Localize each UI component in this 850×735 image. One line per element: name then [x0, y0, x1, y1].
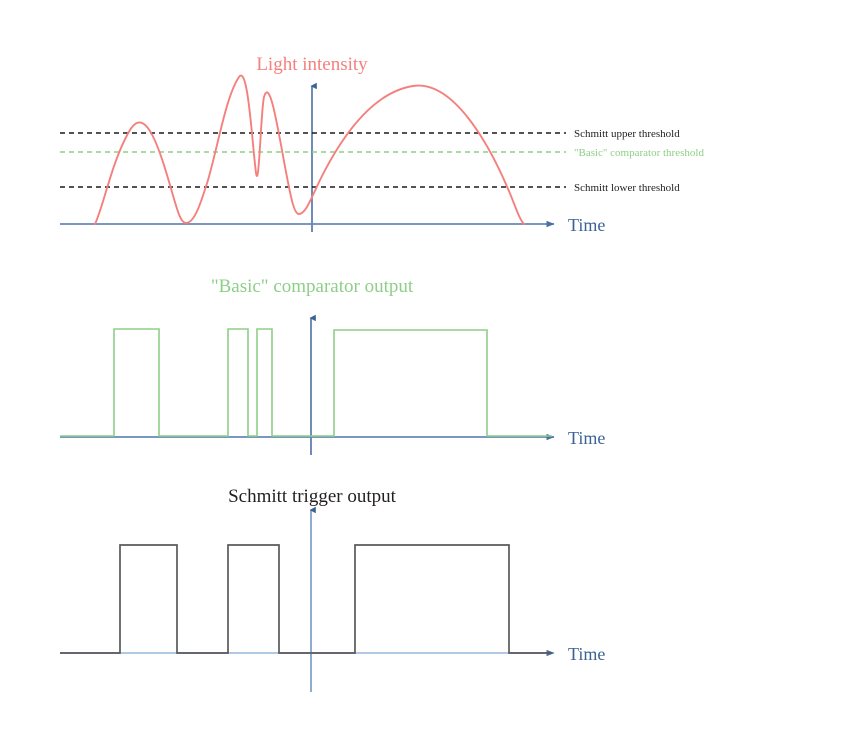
- threshold-label-basic-comparator: "Basic" comparator threshold: [574, 147, 704, 159]
- light-intensity-curve: [94, 74, 525, 225]
- panel-schmitt-trigger-output: Schmitt trigger output Time: [60, 486, 605, 692]
- x-axis-label-basic-comparator: Time: [568, 428, 605, 448]
- panel-title-light-intensity: Light intensity: [256, 54, 368, 75]
- schmitt-output-waveform: [60, 544, 552, 654]
- x-axis-label-schmitt-trigger: Time: [568, 644, 605, 664]
- threshold-label-schmitt-lower: Schmitt lower threshold: [574, 182, 680, 194]
- threshold-label-schmitt-upper: Schmitt upper threshold: [574, 128, 680, 140]
- x-axis-label-light-intensity: Time: [568, 215, 605, 235]
- comparator-output-waveform: [60, 328, 552, 437]
- panel-title-basic-comparator: "Basic" comparator output: [211, 276, 414, 297]
- panel-basic-comparator-output: "Basic" comparator output Time: [60, 276, 605, 455]
- panel-title-schmitt-trigger: Schmitt trigger output: [228, 486, 397, 507]
- panel-light-intensity: Light intensity Time Schmitt upper thres…: [60, 54, 704, 235]
